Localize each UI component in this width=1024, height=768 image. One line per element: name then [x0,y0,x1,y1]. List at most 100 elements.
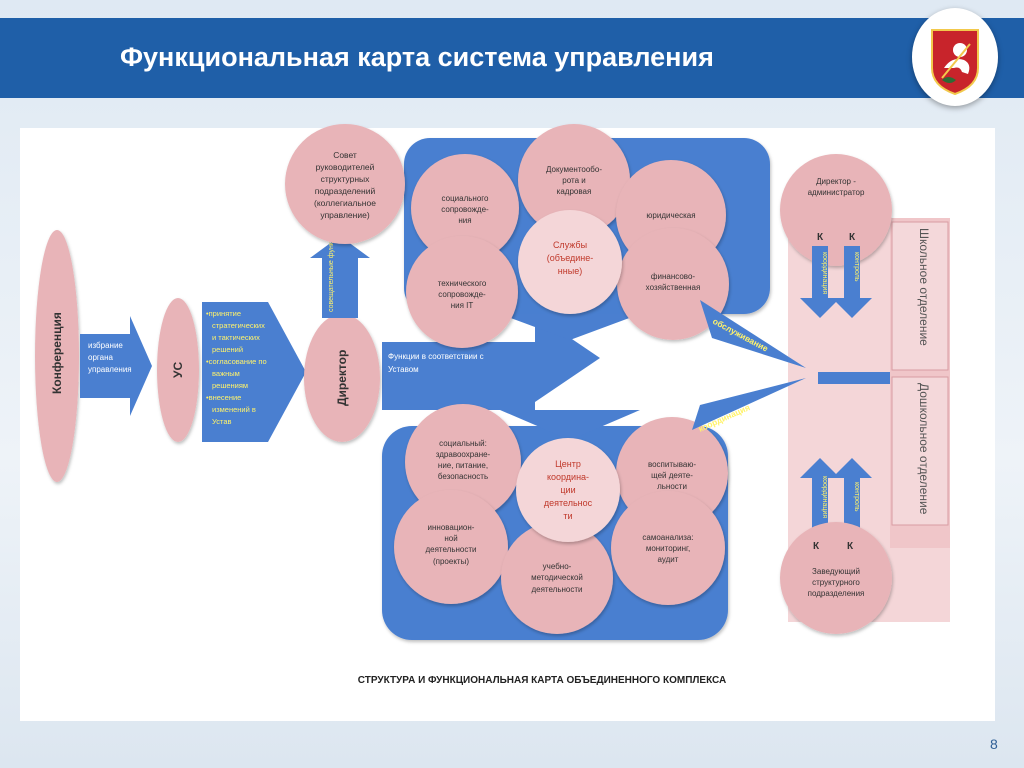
director-admin-line-2: администратор [808,188,865,197]
control-up-arrow [832,458,872,532]
coord-innovation-line-3: деятельности [425,545,476,554]
service-finance-circle [617,228,729,340]
us-ellipse [157,298,199,442]
coord-self-analysis-circle [611,491,725,605]
service-documents-circle [518,124,630,236]
coord-methodical-line-2: методической [531,573,583,582]
coord-self-analysis-line-3: аудит [658,555,679,564]
election-line-1: избрание [88,341,123,350]
service-documents-line-3: кадровая [557,187,592,196]
us-function-line-8: •внесение [206,393,241,402]
coord-social-line-4: безопасность [438,472,488,481]
coordination-down-arrow [800,246,840,318]
preschool-dept-label: Дошкольное отделение [917,383,931,515]
coord-social-line-2: здравоохране- [436,450,491,459]
service-finance-line-2: хозяйственная [646,283,701,292]
coord-upbringing-line-1: воспитываю- [648,460,696,469]
service-wedge [700,300,806,368]
us-function-line-5: •согласование по [206,357,267,366]
director-admin-line-1: Директор - [816,177,856,186]
coord-self-analysis-line-1: самоанализа: [642,533,693,542]
coord-upbringing-line-3: льности [657,482,687,491]
page-number: 8 [990,736,998,752]
us-function-line-7: решениям [212,381,248,390]
k-label-top-left: К [817,232,824,243]
title-bar [0,18,1024,98]
coordination-wedge [692,378,806,430]
service-legal-line-1: юридическая [646,211,695,220]
coordination-up-label: координация [821,476,828,518]
service-it-line-3: ния IT [451,301,474,310]
control-down-arrow [832,246,872,318]
control-up-label: контроль [853,482,860,512]
service-documents-line-2: рота и [562,176,585,185]
council-line-5: (коллегиальное [314,198,376,208]
coord-upbringing-line-2: щей деяте- [651,471,693,480]
head-unit-line-2: структурного [812,578,860,587]
services-center-circle [518,210,622,314]
services-center-line-1: Службы [553,240,587,250]
charter-functions-line-2: Уставом [388,365,419,374]
k-label-top-right: К [849,232,856,243]
coord-innovation-line-1: инновацион- [428,523,475,532]
council-line-4: подразделений [315,186,376,196]
election-line-2: органа [88,353,114,362]
control-down-label: контроль [853,252,860,282]
service-social-line-1: социального [442,194,489,203]
election-arrow [80,316,152,416]
conference-label: Конференция [50,312,64,394]
service-social-circle [411,154,519,262]
us-function-line-9: изменений в [212,405,256,414]
coordination-down-label: координация [821,252,828,294]
page-title: Функциональная карта система управления [120,42,714,72]
services-center-line-2: (объедине- [547,253,594,263]
us-label: УС [171,362,185,378]
us-functions-arrow [202,302,306,442]
director-admin-circle [780,154,892,266]
coord-methodical-line-3: деятельности [531,585,582,594]
service-documents-line-1: Документообо- [546,165,602,174]
us-function-line-2: стратегических [212,321,265,330]
us-function-line-3: и тактических [212,333,260,342]
us-function-line-1: •принятие [206,309,241,318]
coordination-center-line-2: координа- [547,472,589,482]
service-it-circle [406,236,518,348]
election-line-3: управления [88,365,132,374]
school-dept-box [891,221,949,371]
us-function-line-10: Устав [212,417,232,426]
director-label: Директор [335,350,349,406]
up-arrow-to-services [500,314,640,340]
head-unit-circle [780,522,892,634]
council-line-6: управление) [320,210,369,220]
moscow-coat-of-arms-icon [931,29,979,96]
charter-arrow [382,314,600,410]
us-function-line-4: решений [212,345,243,354]
coord-innovation-line-2: ной [444,534,457,543]
advisory-arrow [310,236,370,318]
coordination-up-arrow [800,458,840,532]
down-arrow-to-coordination [500,410,640,440]
council-line-1: Совет [333,150,357,160]
head-unit-line-3: подразделения [808,589,865,598]
service-social-line-2: сопровожде- [441,205,489,214]
k-label-bottom-left: К [813,541,820,552]
k-label-bottom-right: К [847,541,854,552]
preschool-dept-box [891,376,949,526]
conference-ellipse [35,230,79,482]
service-social-line-3: ния [458,216,471,225]
service-it-line-1: технического [438,279,487,288]
diagram-caption: СТРУКТУРА И ФУНКЦИОНАЛЬНАЯ КАРТА ОБЪЕДИН… [358,675,727,686]
services-center-line-3: нные) [558,266,582,276]
coordination-center-line-1: Центр [555,459,581,469]
service-finance-line-1: финансово- [651,272,695,281]
coordination-center-line-3: ции [560,485,575,495]
council-line-2: руководителей [316,162,375,172]
coord-social-line-3: ние, питание, [438,461,488,470]
coord-self-analysis-line-2: мониторинг, [646,544,690,553]
head-unit-line-1: Заведующий [812,567,860,576]
emblem [912,8,998,106]
coordination-center-circle [516,438,620,542]
council-line-3: структурных [321,174,371,184]
coord-methodical-line-1: учебно- [543,562,572,571]
